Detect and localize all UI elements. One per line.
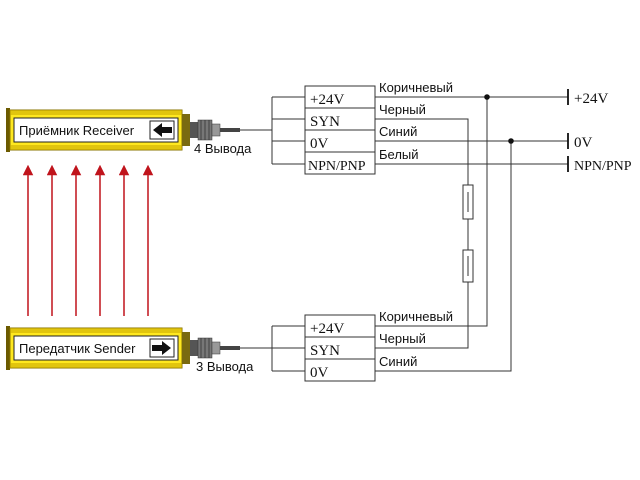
wire-sender-0v: [375, 141, 512, 372]
sender-connector: [190, 337, 240, 359]
receiver-terminal-24v: +24V: [310, 92, 344, 108]
receiver-connector: [190, 119, 240, 141]
sender-wire-color-brown: Коричнeвый: [379, 309, 453, 324]
light-beams: [22, 164, 154, 316]
sender-terminal-0v: 0V: [310, 365, 329, 381]
sender-terminal-syn: SYN: [310, 343, 340, 359]
receiver-terminal-0v: 0V: [310, 136, 329, 152]
wire-sender-24v: [375, 97, 488, 327]
receiver-wire-color-blue: Синий: [379, 124, 417, 139]
wire-receiver-syn: [375, 118, 469, 185]
output-npn-pnp: NPN/PNP: [574, 159, 632, 174]
receiver-terminal-syn: SYN: [310, 114, 340, 130]
arrow-left-icon: [149, 120, 175, 140]
sender-unit: Передатчик Sender 3 Вывода: [6, 326, 254, 374]
receiver-end-cap-right: [182, 114, 190, 146]
output-24v: +24V: [574, 91, 608, 107]
junction-dot-0v: [508, 138, 514, 144]
receiver-unit: Приёмник Receiver 4 Вывода: [6, 108, 252, 156]
receiver-wire-color-brown: Коричневый: [379, 80, 453, 95]
junction-dot-24v: [484, 94, 490, 100]
sender-terminal-24v: +24V: [310, 321, 344, 337]
receiver-end-cap-left: [6, 108, 10, 152]
sender-wire-color-blue: Синий: [379, 354, 417, 369]
resistor-icon: [462, 184, 474, 220]
receiver-label: Приёмник Receiver: [19, 123, 135, 138]
receiver-wire-color-white: Белый: [379, 147, 419, 162]
sender-label: Передатчик Sender: [19, 341, 136, 356]
receiver-wire-color-black: Черный: [379, 102, 426, 117]
sender-wire-color-black: Черный: [379, 331, 426, 346]
receiver-wire-count: 4 Вывода: [194, 141, 252, 156]
receiver-terminal-npn-pnp: NPN/PNP: [308, 159, 366, 174]
resistor-icon: [462, 249, 474, 283]
arrow-right-icon: [149, 338, 175, 358]
output-terminals: +24V 0V NPN/PNP: [567, 89, 632, 174]
sender-end-cap-left: [6, 326, 10, 370]
sender-end-cap-right: [182, 332, 190, 364]
sender-terminal-block: +24V SYN 0V: [240, 314, 376, 382]
output-0v: 0V: [574, 135, 593, 151]
wire-sender-syn: [375, 282, 469, 349]
receiver-terminal-block: +24V SYN 0V NPN/PNP: [240, 85, 376, 175]
sender-wire-count: 3 Вывода: [196, 359, 254, 374]
wires: [375, 96, 568, 372]
